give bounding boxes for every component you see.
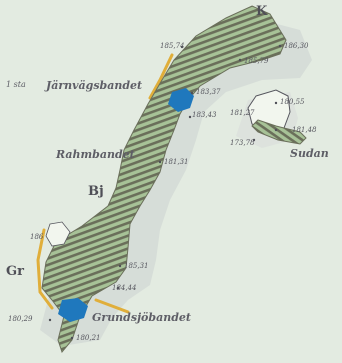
elevation-label: 180,29: [8, 315, 33, 323]
small-pond-gr: [45, 221, 71, 247]
elevation-label: 180,55: [280, 98, 305, 106]
place-label-k: K: [256, 4, 268, 19]
label-jarnvagsbandet: Järnvägsbandet: [46, 79, 143, 92]
elevation-label: 185,74: [160, 42, 185, 50]
lake-jarnvagsbandet: [168, 88, 194, 112]
elevation-label: 181,27: [230, 109, 255, 117]
elevation-label: 180,21: [76, 334, 101, 342]
elevation-points: [48, 44, 282, 340]
elevation-label: 183,37: [196, 88, 221, 96]
label-rahmbandet: Rahmbandet: [56, 148, 135, 161]
label-prefix-1sta: 1 sta: [6, 80, 26, 89]
elevation-label: 186,30: [284, 42, 309, 50]
esker-main: [41, 5, 287, 354]
elevation-label: 181,31: [164, 158, 189, 166]
elevation-label: 173,78: [230, 139, 255, 147]
elevation-label: 185,79: [244, 57, 269, 65]
label-grundsjobandet: Grundsjöbandet: [92, 311, 191, 324]
label-sudan: Sudan: [290, 147, 329, 160]
elevation-label: 184,44: [112, 284, 137, 292]
elevation-label: 185,31: [124, 262, 149, 270]
elevation-label: 181,48: [292, 126, 317, 134]
shoreline: [36, 53, 174, 314]
place-label-bj: Bj: [88, 184, 104, 199]
elevation-label: 183,43: [192, 111, 217, 119]
lake-grundsjon: [58, 298, 88, 322]
place-label-gr: Gr: [6, 264, 24, 279]
elevation-label: 186: [30, 233, 44, 241]
sudan-esker: [251, 119, 307, 145]
